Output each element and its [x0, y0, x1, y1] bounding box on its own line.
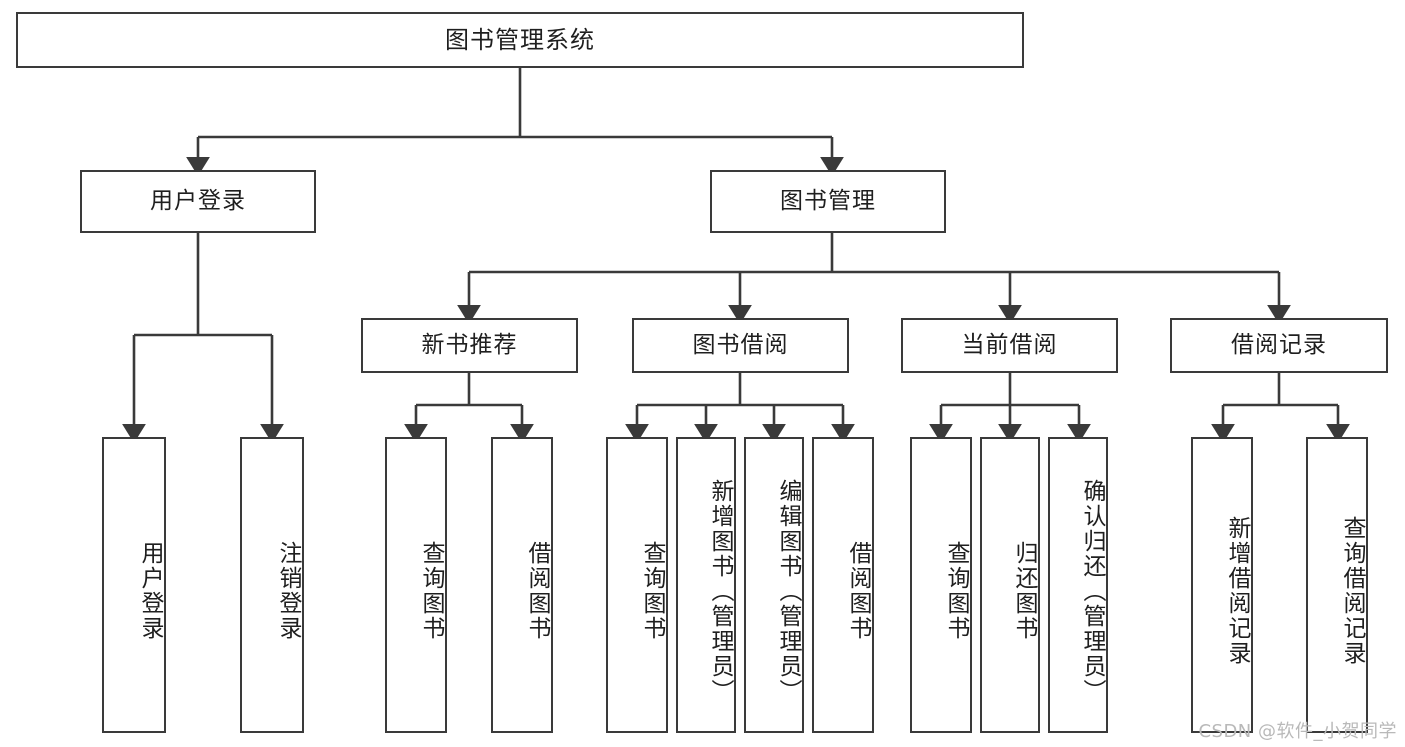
node-leaf-add-book-label: 新增图书（管理员） [707, 478, 733, 704]
node-leaf-add-record[interactable]: 新增借阅记录 [1191, 437, 1253, 733]
node-root[interactable]: 图书管理系统 [16, 12, 1024, 68]
node-leaf-borrow-book-1-label: 借阅图书 [524, 541, 550, 641]
node-leaf-user-login[interactable]: 用户登录 [102, 437, 166, 733]
node-leaf-return-book-label: 归还图书 [1011, 541, 1037, 641]
node-leaf-edit-book-label: 编辑图书（管理员） [775, 478, 801, 704]
node-leaf-query-record-label: 查询借阅记录 [1339, 516, 1365, 666]
node-new-book-recommend[interactable]: 新书推荐 [361, 318, 578, 373]
node-leaf-confirm-return[interactable]: 确认归还（管理员） [1048, 437, 1108, 733]
node-book-borrow[interactable]: 图书借阅 [632, 318, 849, 373]
node-borrow-record[interactable]: 借阅记录 [1170, 318, 1388, 373]
node-leaf-add-book[interactable]: 新增图书（管理员） [676, 437, 736, 733]
node-leaf-borrow-book-1[interactable]: 借阅图书 [491, 437, 553, 733]
node-current-borrow[interactable]: 当前借阅 [901, 318, 1118, 373]
node-user-login-label: 用户登录 [150, 187, 246, 214]
node-leaf-query-record[interactable]: 查询借阅记录 [1306, 437, 1368, 733]
node-leaf-borrow-book-2[interactable]: 借阅图书 [812, 437, 874, 733]
node-leaf-logout-login-label: 注销登录 [275, 541, 301, 641]
node-leaf-borrow-book-2-label: 借阅图书 [845, 541, 871, 641]
node-leaf-query-book-2[interactable]: 查询图书 [606, 437, 668, 733]
node-leaf-return-book[interactable]: 归还图书 [980, 437, 1040, 733]
node-leaf-query-book-2-label: 查询图书 [639, 541, 665, 641]
node-leaf-query-book-3[interactable]: 查询图书 [910, 437, 972, 733]
node-book-manage-label: 图书管理 [780, 187, 876, 214]
node-current-borrow-label: 当前借阅 [961, 331, 1058, 358]
node-leaf-user-login-label: 用户登录 [137, 541, 163, 641]
node-leaf-confirm-return-label: 确认归还（管理员） [1079, 478, 1105, 704]
node-leaf-query-book-1-label: 查询图书 [418, 541, 444, 641]
node-borrow-record-label: 借阅记录 [1231, 331, 1327, 358]
watermark-text: CSDN @软件_小贺同学 [1198, 721, 1397, 742]
node-leaf-edit-book[interactable]: 编辑图书（管理员） [744, 437, 804, 733]
node-user-login[interactable]: 用户登录 [80, 170, 316, 233]
node-root-label: 图书管理系统 [445, 25, 595, 54]
node-leaf-add-record-label: 新增借阅记录 [1224, 516, 1250, 666]
node-leaf-query-book-3-label: 查询图书 [943, 541, 969, 641]
node-book-borrow-label: 图书借阅 [692, 331, 789, 358]
node-new-book-recommend-label: 新书推荐 [421, 331, 518, 358]
node-leaf-logout-login[interactable]: 注销登录 [240, 437, 304, 733]
node-book-manage[interactable]: 图书管理 [710, 170, 946, 233]
node-leaf-query-book-1[interactable]: 查询图书 [385, 437, 447, 733]
